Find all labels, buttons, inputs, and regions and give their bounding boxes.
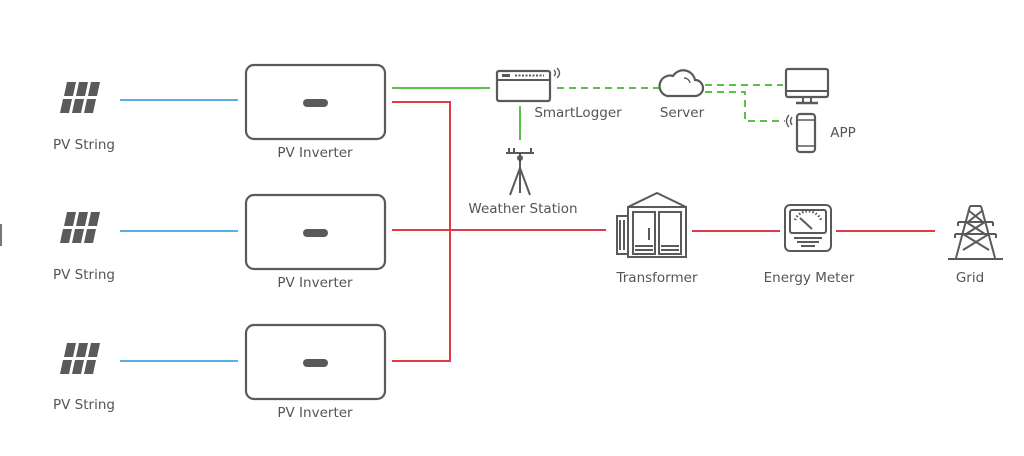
pv-inverter-node: PV Inverter xyxy=(244,323,387,421)
pv-inverter-label: PV Inverter xyxy=(277,145,353,161)
pv-inverter-label: PV Inverter xyxy=(277,275,353,291)
pv-inverter-label: PV Inverter xyxy=(277,405,353,421)
ac-bus-line xyxy=(392,101,451,362)
inverter-icon xyxy=(244,323,387,401)
inverter-icon xyxy=(244,193,387,271)
wireless-icon xyxy=(785,114,793,128)
solar-panel-icon xyxy=(60,343,100,374)
pv-inverter-node: PV Inverter xyxy=(244,193,387,291)
server-label: Server xyxy=(660,105,705,121)
weather-station-node: Weather Station xyxy=(468,148,578,217)
inverter-display-icon xyxy=(303,99,328,107)
power-tower-icon xyxy=(948,205,1003,260)
inverter-display-icon xyxy=(303,359,328,367)
inverter-icon xyxy=(244,63,387,141)
smartphone-icon xyxy=(785,112,817,154)
comm-line-server-app xyxy=(705,91,785,122)
solar-panel-icon xyxy=(60,82,100,113)
grid-node: Grid xyxy=(948,205,1003,286)
server-node: Server xyxy=(658,69,705,121)
transformer-node: Transformer xyxy=(615,191,698,286)
weather-station-label: Weather Station xyxy=(468,201,577,217)
weather-station-icon xyxy=(506,148,534,196)
grid-label: Grid xyxy=(956,270,984,286)
pv-string-label: PV String xyxy=(53,397,115,413)
cloud-icon xyxy=(658,69,705,98)
wireless-icon xyxy=(553,67,561,79)
inverter-display-icon xyxy=(303,229,328,237)
energy-meter-icon xyxy=(784,204,832,252)
energy-meter-label: Energy Meter xyxy=(764,270,855,286)
monitor-icon xyxy=(784,67,830,105)
transformer-label: Transformer xyxy=(615,270,697,286)
smartlogger-label: SmartLogger xyxy=(534,105,622,121)
smartlogger-icon xyxy=(495,67,561,103)
energy-meter-node: Energy Meter xyxy=(764,204,855,286)
pv-string-label: PV String xyxy=(53,267,115,283)
solar-panel-icon xyxy=(60,212,100,243)
pv-inverter-node: PV Inverter xyxy=(244,63,387,161)
app-node: APP xyxy=(785,112,856,154)
edge-artifact xyxy=(0,224,2,246)
app-label: APP xyxy=(830,125,856,141)
pv-string-label: PV String xyxy=(53,137,115,153)
transformer-icon xyxy=(616,191,687,258)
smartlogger-node: SmartLogger xyxy=(495,67,622,121)
